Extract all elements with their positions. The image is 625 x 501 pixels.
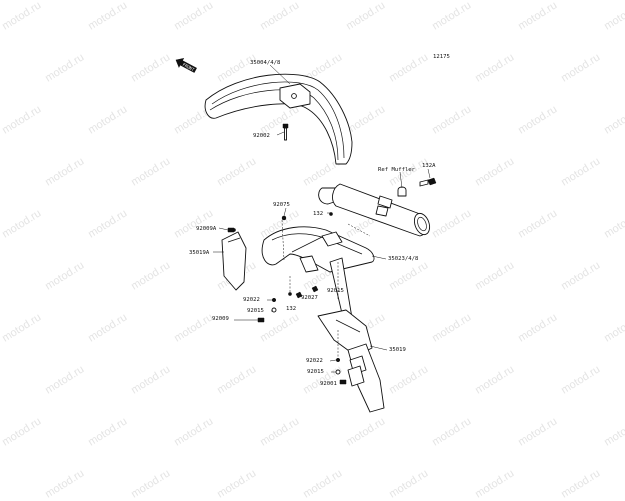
callout-35019a: 35019A [189,250,210,256]
diagram-id: 12175 [433,54,450,60]
callout-92002: 92002 [253,133,270,139]
callout-ref-muffler: Ref Muffler [378,167,416,173]
callout-92075: 92075 [273,202,290,208]
callout-35019: 35019 [389,347,406,353]
callout-92015-upper: 92015 [327,288,344,294]
clamp-muffler [398,187,406,196]
callout-92001: 92001 [320,381,337,387]
callout-92009: 92009 [212,316,229,322]
watermark-text: motod.ru [559,467,602,500]
rear-fender [262,227,374,272]
watermark-text: motod.ru [301,467,344,500]
bolt-92009a [228,228,234,232]
front-label: FRONT [182,62,196,73]
watermark-text: motod.ru [215,467,258,500]
front-fender [205,74,352,164]
nut-132a [420,178,436,186]
license-bracket [318,258,384,412]
watermark-text: motod.ru [129,467,172,500]
callout-132-lower: 132 [286,306,296,312]
callout-92027: 92027 [301,295,318,301]
mud-guard-35019a [222,228,246,290]
watermark-text: motod.ru [43,467,86,500]
callout-35004: 35004/4/8 [250,60,281,66]
fasteners-right [336,358,346,384]
callout-132a: 132A [422,163,436,169]
callout-92022-right: 92022 [306,358,323,364]
callout-92022-left: 92022 [243,297,260,303]
callout-92015-left: 92015 [247,308,264,314]
front-arrow-icon: FRONT [174,56,198,75]
watermark-text: motod.ru [387,467,430,500]
callout-132-upper: 132 [313,211,323,217]
callout-35023: 35023/4/8 [388,256,419,262]
watermark-text: motod.ru [473,467,516,500]
callout-92009a: 92009A [196,226,217,232]
parts-diagram: 12175 FRONT [0,0,625,468]
muffler [319,184,433,237]
callout-92015-right: 92015 [307,369,324,375]
